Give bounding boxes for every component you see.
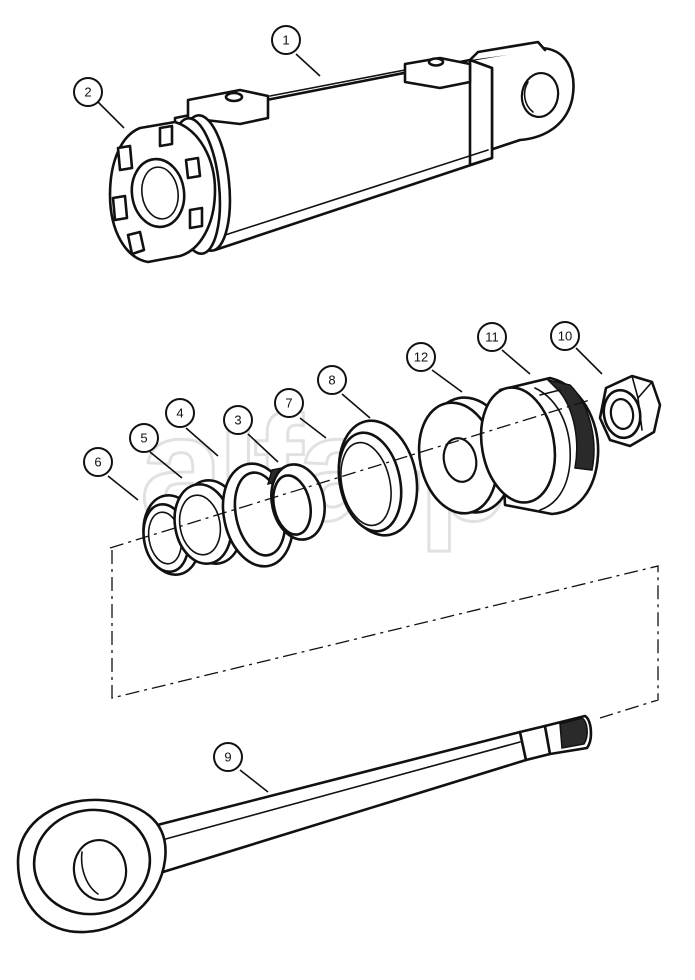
svg-text:11: 11 xyxy=(485,330,499,345)
svg-text:1: 1 xyxy=(282,33,289,48)
cylinder-barrel xyxy=(168,40,575,255)
callout-10: 10 xyxy=(550,321,603,375)
svg-text:4: 4 xyxy=(176,406,183,421)
callout-5: 5 xyxy=(129,423,183,479)
callout-1: 1 xyxy=(271,25,321,77)
svg-text:8: 8 xyxy=(328,373,335,388)
svg-text:10: 10 xyxy=(558,329,572,344)
callout-8: 8 xyxy=(317,365,371,419)
gland xyxy=(337,419,419,537)
callout-7: 7 xyxy=(274,388,327,439)
lock-nut xyxy=(598,374,662,448)
callout-4: 4 xyxy=(165,398,219,457)
callout-6: 6 xyxy=(83,447,139,501)
svg-text:9: 9 xyxy=(224,750,231,765)
assembly-axis-line xyxy=(109,399,591,549)
gland-ring xyxy=(270,463,326,541)
svg-text:7: 7 xyxy=(285,396,292,411)
callout-9: 9 xyxy=(213,742,269,793)
assembly-guide-outline xyxy=(111,550,659,719)
svg-text:2: 2 xyxy=(84,85,91,100)
svg-text:12: 12 xyxy=(414,350,428,365)
piston-rod xyxy=(16,714,593,934)
gland-nut xyxy=(108,120,217,264)
svg-text:6: 6 xyxy=(94,455,101,470)
callout-12: 12 xyxy=(406,342,463,393)
callout-11: 11 xyxy=(477,322,531,375)
callout-2: 2 xyxy=(73,77,125,129)
svg-text:5: 5 xyxy=(140,431,147,446)
callout-3: 3 xyxy=(223,405,279,463)
svg-text:3: 3 xyxy=(234,413,241,428)
